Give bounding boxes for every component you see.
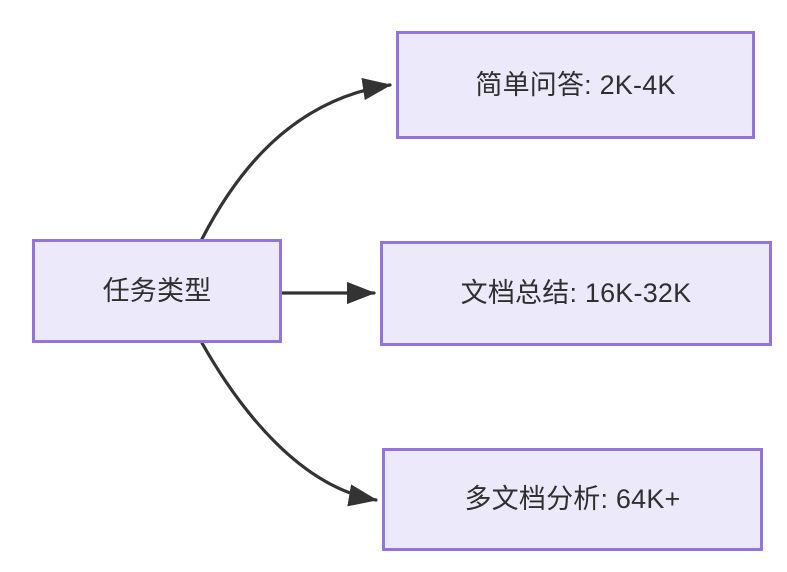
node-doc-summary-label: 文档总结: 16K-32K [460,278,692,309]
node-simple-qa[interactable]: 简单问答: 2K-4K [396,31,755,139]
node-task-type-label: 任务类型 [102,275,212,306]
node-doc-summary[interactable]: 文档总结: 16K-32K [380,241,772,346]
edge-source-to-simple-qa [200,77,392,241]
edge-source-to-multi-doc [200,341,378,507]
node-simple-qa-label: 简单问答: 2K-4K [475,69,676,100]
node-multi-doc-label: 多文档分析: 64K+ [464,484,681,515]
node-task-type[interactable]: 任务类型 [32,239,282,343]
node-multi-doc[interactable]: 多文档分析: 64K+ [382,448,763,551]
